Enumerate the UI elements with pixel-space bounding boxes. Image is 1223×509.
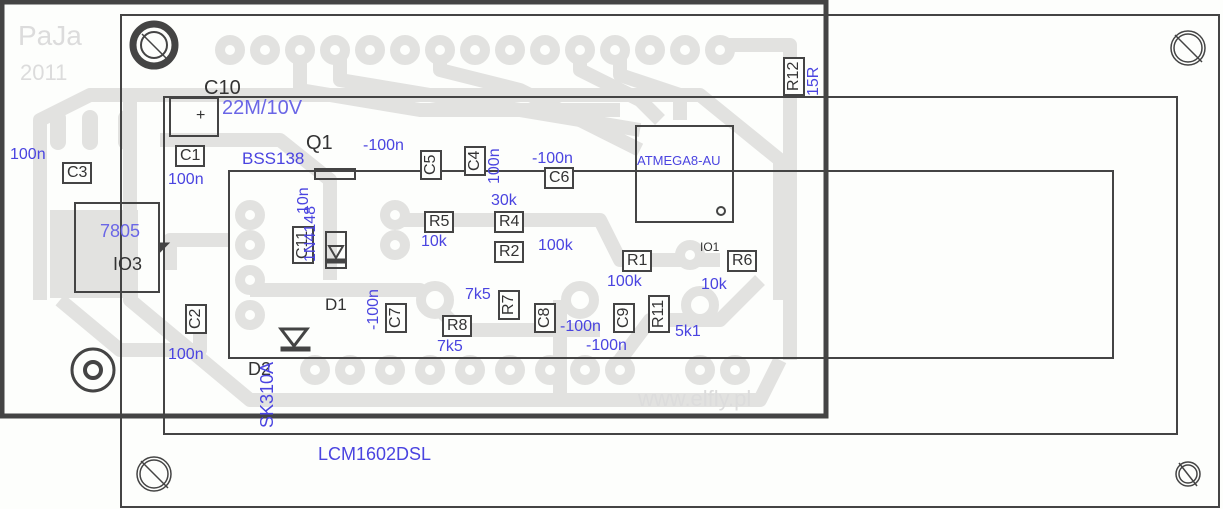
lcd-module-label: LCM1602DSL — [318, 444, 432, 464]
screw-icon — [136, 456, 172, 492]
q1-body — [314, 168, 356, 180]
trace — [720, 38, 797, 360]
header-pads — [215, 35, 735, 65]
c9-ref[interactable]: C9 — [613, 302, 635, 333]
d1-symbol-icon — [327, 245, 345, 260]
trace — [160, 133, 337, 280]
c1-ref[interactable]: C1 — [175, 145, 206, 167]
pin1-marker — [716, 206, 726, 216]
d2-cathode-bar — [280, 346, 311, 352]
d1-body — [325, 231, 347, 269]
r12-value: 15R — [805, 66, 822, 96]
mounting-holes — [70, 20, 1206, 492]
r12-ref[interactable]: R12 — [783, 56, 805, 96]
regulator-body — [74, 202, 160, 293]
lcd-viewing-area — [228, 170, 1114, 359]
c10-ref: C10 — [204, 77, 241, 99]
d2-ref: D2 — [248, 359, 272, 379]
trace — [55, 294, 207, 357]
c5-ref[interactable]: C5 — [420, 149, 442, 180]
trace — [614, 275, 765, 365]
c7-ref[interactable]: C7 — [385, 302, 407, 333]
d1-ref: D1 — [325, 295, 347, 314]
mount-hole-pcb-bottom-icon — [70, 347, 116, 393]
c1-value: 100n — [168, 171, 204, 188]
c4-ref[interactable]: C4 — [464, 145, 486, 176]
trace — [123, 100, 560, 407]
trace — [333, 50, 642, 137]
r5-value: 10k — [421, 233, 447, 250]
r2-ref[interactable]: R2 — [494, 241, 525, 263]
mcu-body — [635, 125, 734, 223]
author-watermark: PaJa — [18, 20, 82, 51]
d1-value: 1N4148 — [302, 205, 319, 262]
c10-value: 22M/10V — [222, 97, 303, 119]
c10-body — [169, 97, 219, 137]
d2-value: SK310A — [257, 361, 277, 428]
q1-ref: Q1 — [306, 132, 333, 154]
r6-value: 10k — [701, 276, 727, 293]
r5-ref[interactable]: R5 — [424, 211, 455, 233]
r4-value: 30k — [491, 192, 517, 209]
diode-symbols — [158, 242, 346, 352]
screw-icon — [1175, 461, 1201, 487]
lcd-bezel-outline — [163, 96, 1178, 435]
r1-value: 100k — [607, 273, 642, 290]
regulator-tab — [158, 242, 171, 255]
c4-value: 100n — [486, 148, 503, 184]
c10-polarity: + — [196, 107, 206, 124]
year-watermark: 2011 — [20, 60, 68, 85]
r7-ref[interactable]: R7 — [498, 289, 520, 320]
q1-value: BSS138 — [242, 149, 305, 168]
c3-ref[interactable]: C3 — [62, 162, 93, 184]
c2-value: 100n — [168, 346, 204, 363]
r8-ref[interactable]: R8 — [442, 315, 473, 337]
io3-ref: IO3 — [113, 254, 143, 274]
r8-value: 7k5 — [437, 338, 463, 355]
io3-value: 7805 — [100, 221, 141, 241]
lcd-pads — [235, 200, 750, 385]
c6-ref[interactable]: C6 — [544, 167, 575, 189]
c2-ref[interactable]: C2 — [185, 303, 207, 334]
r2-value: 100k — [538, 237, 573, 254]
c6-value: -100n — [532, 150, 573, 167]
io1-ref: IO1 — [700, 240, 720, 254]
r11-value: 5k1 — [675, 323, 701, 340]
r11-ref[interactable]: R11 — [648, 294, 670, 333]
c8-value: -100n — [560, 318, 601, 335]
screw-icon — [1170, 30, 1206, 66]
lcd-module-outline — [120, 14, 1220, 508]
c7-value: -100n — [365, 289, 382, 330]
r4-ref[interactable]: R4 — [494, 211, 525, 233]
r1-ref[interactable]: R1 — [622, 250, 653, 272]
d2-symbol-icon — [277, 327, 311, 349]
trace — [163, 233, 230, 270]
regulator-pads — [50, 110, 138, 298]
r6-ref[interactable]: R6 — [727, 250, 758, 272]
io1-value: ATMEGA8-AU — [637, 153, 721, 168]
c5-value: -100n — [363, 137, 404, 154]
pcb-board-outline — [0, 0, 829, 419]
c9-value: -100n — [586, 337, 627, 354]
trace — [553, 300, 787, 407]
r7-value: 7k5 — [465, 286, 491, 303]
d1-cathode-bar — [326, 258, 346, 264]
site-watermark: www.elfly.pl — [638, 386, 752, 411]
c3-value: 100n — [10, 146, 46, 163]
mount-hole-pcb-icon — [129, 20, 179, 70]
c8-ref[interactable]: C8 — [534, 302, 556, 333]
